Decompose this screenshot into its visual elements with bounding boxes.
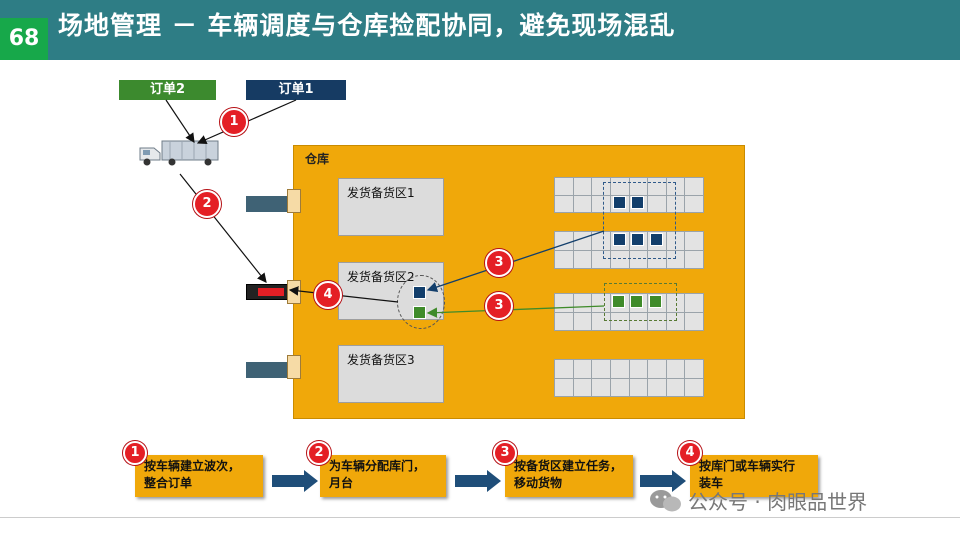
process-step-1 (135, 455, 263, 497)
staged-navy-box (413, 286, 426, 299)
process-step-3-text: 按备货区建立任务，移动货物 (514, 459, 623, 490)
green-goods-box (630, 295, 643, 308)
step-badge-3b: 3 (485, 292, 513, 320)
order-2-label: 订单2 (119, 80, 216, 100)
pick-selection-green (604, 283, 677, 321)
staging-zone-1 (338, 178, 444, 236)
slide-number: 68 (0, 18, 48, 60)
process-badge-4: 4 (678, 441, 702, 465)
order-1-label: 订单1 (246, 80, 346, 100)
dock-door-1 (287, 189, 301, 213)
navy-goods-box (613, 196, 626, 209)
navy-goods-box (613, 233, 626, 246)
step-badge-4: 4 (314, 281, 342, 309)
process-step-2-text: 为车辆分配库门，月台 (329, 459, 426, 490)
staging-zone-1-label: 发货备货区1 (347, 186, 415, 200)
truck-icon (139, 140, 219, 166)
docked-truck-cargo (258, 288, 284, 296)
page-title: 场地管理 － 车辆调度与仓库捡配协同，避免现场混乱 (58, 11, 676, 40)
footer-divider (0, 517, 960, 518)
storage-rack-2 (554, 231, 704, 269)
navy-goods-box (631, 233, 644, 246)
arrow-right-icon (640, 470, 686, 492)
navy-goods-box (650, 233, 663, 246)
wechat-icon (650, 490, 681, 512)
staging-zone-3-label: 发货备货区3 (347, 353, 415, 367)
green-goods-box (612, 295, 625, 308)
navy-goods-box (631, 196, 644, 209)
arrow-right-icon (455, 470, 501, 492)
step-badge-2: 2 (193, 190, 221, 218)
staging-zone-3 (338, 345, 444, 403)
step-badge-1: 1 (220, 108, 248, 136)
process-step-2 (320, 455, 446, 497)
arrow-right-icon (272, 470, 318, 492)
staging-zone-2-label: 发货备货区2 (347, 270, 415, 284)
process-badge-2: 2 (307, 441, 331, 465)
storage-rack-4 (554, 359, 704, 397)
watermark-text: 公众号 · 肉眼品世界 (688, 490, 868, 514)
process-step-1-text: 按车辆建立波次，整合订单 (144, 459, 241, 490)
process-step-4-text: 按库门或车辆实行装车 (699, 459, 796, 490)
dock-1 (246, 196, 288, 212)
step-badge-3a: 3 (485, 249, 513, 277)
green-goods-box (649, 295, 662, 308)
pick-selection-navy (603, 182, 676, 259)
dock-3 (246, 362, 288, 378)
process-badge-3: 3 (493, 441, 517, 465)
process-step-4 (690, 455, 818, 497)
staged-green-box (413, 306, 426, 319)
header-bar (0, 0, 960, 60)
dock-door-3 (287, 355, 301, 379)
warehouse-label: 仓库 (305, 152, 330, 166)
process-step-3 (505, 455, 633, 497)
process-badge-1: 1 (123, 441, 147, 465)
